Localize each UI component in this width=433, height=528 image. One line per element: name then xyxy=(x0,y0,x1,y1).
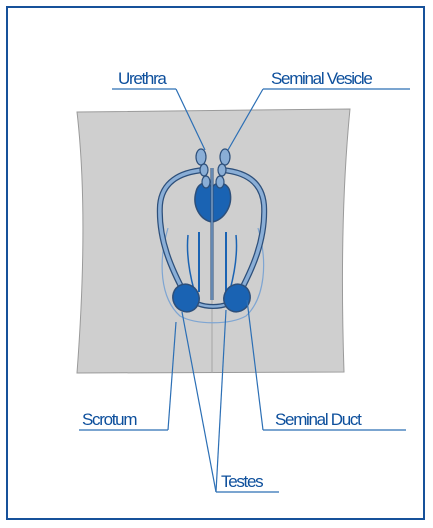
label-seminal-vesicle: Seminal Vesicle xyxy=(271,69,372,88)
label-urethra: Urethra xyxy=(118,69,167,88)
label-seminal-duct: Seminal Duct xyxy=(275,410,362,429)
label-scrotum: Scrotum xyxy=(82,410,137,429)
label-testes: Testes xyxy=(221,472,263,491)
